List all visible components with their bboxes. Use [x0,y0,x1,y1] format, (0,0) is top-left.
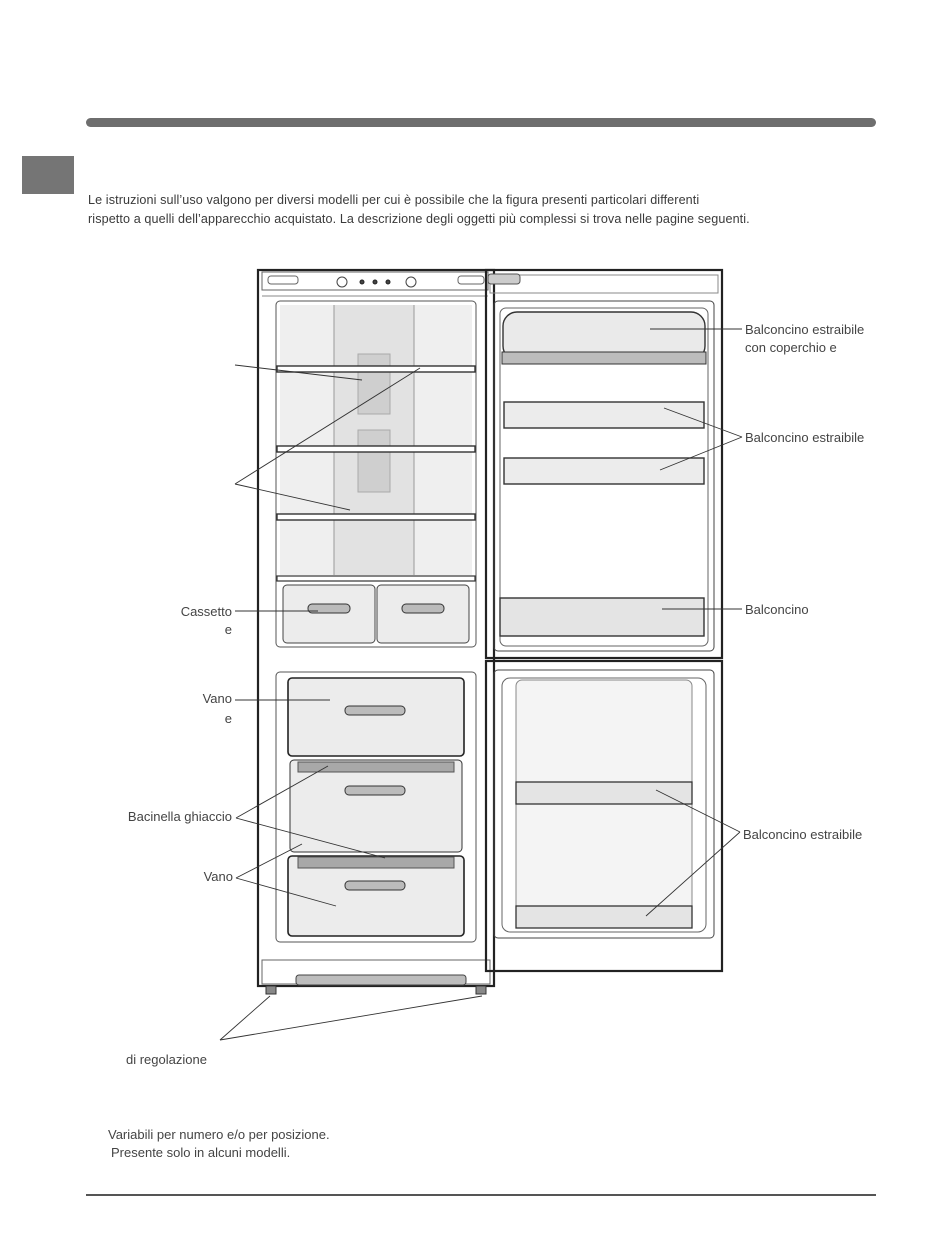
label-cassetto-e: e [224,622,232,637]
footnote-1: Variabili per numero e/o per posizione. [108,1127,330,1142]
label-balconcino-estraibile-top: Balconcino estraibile [745,430,865,445]
label-bacinella: Bacinella ghiaccio [127,809,232,824]
label-vano-bottom: Vano [203,869,233,884]
label-regolazione: di regolazione [126,1052,207,1067]
upper-door [484,268,724,660]
label-cassetto: Cassetto [180,604,232,619]
label-vano-top-e: e [224,711,232,726]
intro-line-1: Le istruzioni sull’uso valgono per diver… [88,193,700,207]
intro-text: Le istruzioni sull’uso valgono per diver… [88,191,888,229]
footnotes: Variabili per numero e/o per posizione. … [108,1126,330,1162]
language-tab [22,156,74,194]
intro-line-2: rispetto a quelli dell’apparecchio acqui… [88,212,750,226]
leader-lines [219,328,743,1041]
lower-door [484,659,724,973]
label-balconcino: Balconcino [745,602,809,617]
label-balconcino-coperchio-2: con coperchio e [745,340,837,355]
bottom-rule [86,1194,876,1196]
label-balconcino-coperchio-1: Balconcino estraibile [745,322,865,337]
footnote-2: Presente solo in alcuni modelli. [111,1145,291,1160]
label-vano-top: Vano [202,691,232,706]
top-rule [86,118,876,127]
label-balconcino-estraibile-freezer: Balconcino estraibile [743,827,863,842]
